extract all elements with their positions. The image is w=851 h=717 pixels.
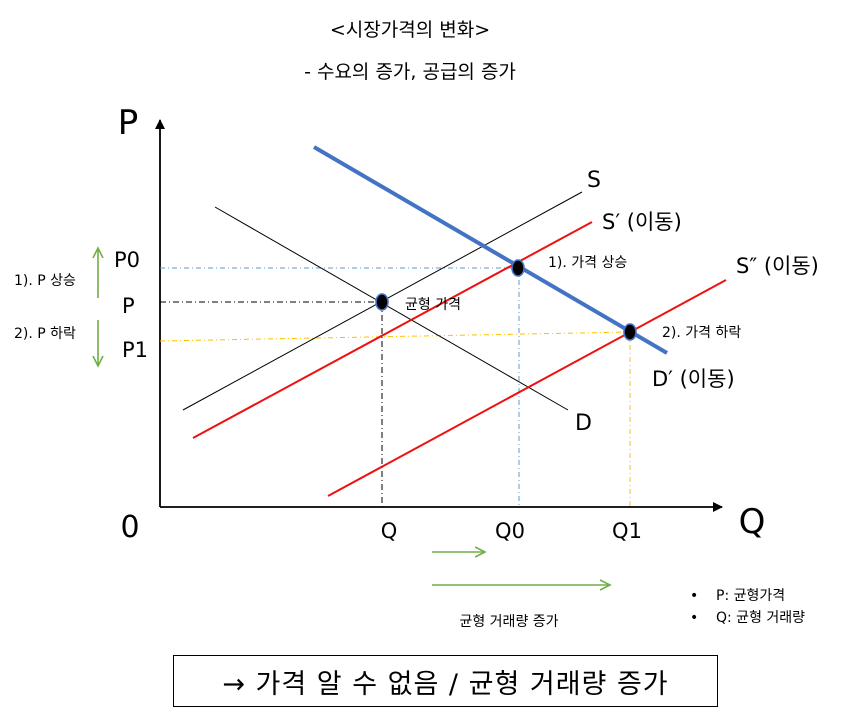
q1-label: Q1 [612,519,642,543]
p-fall-note: 2). P 하락 [14,326,76,342]
chart-subtitle: - 수요의 증가, 공급의 증가 [304,61,516,83]
p0-label: P0 [114,248,140,272]
price-fall-label: 2). 가격 하락 [662,325,741,341]
p-label: P [122,294,135,318]
quantity-increase-label: 균형 거래량 증가 [459,614,558,630]
p1-label: P1 [122,338,148,362]
demand-curve-d-prime [312,145,669,355]
legend-item-q: Q: 균형 거래량 [690,607,805,629]
supply-curve-s-prime [192,221,593,439]
p-rise-note: 1). P 상승 [14,273,76,289]
label-d: D [575,411,592,436]
legend-item-p: P: 균형가격 [690,585,805,607]
supply-curve-s-double-prime [327,279,727,497]
label-s: S [587,168,601,193]
q-label: Q [381,519,398,543]
price-rise-label: 1). 가격 상승 [548,255,627,271]
equilibrium-point [375,293,389,311]
x-axis-label: Q [739,502,766,542]
y-axis-label: P [118,103,139,143]
label-d-prime: D′ (이동) [652,367,735,391]
origin-label: 0 [120,510,139,545]
legend: P: 균형가격 Q: 균형 거래량 [690,585,805,629]
demand-curve-d [214,206,569,411]
chart-title: <시장가격의 변화> [330,19,490,41]
price-rise-point [511,259,525,277]
result-box: → 가격 알 수 없음 / 균형 거래량 증가 [173,655,718,707]
label-s-prime: S′ (이동) [602,210,682,234]
price-fall-point [623,323,637,341]
equilibrium-label: 균형 가격 [405,297,461,313]
q0-label: Q0 [495,519,525,543]
label-s-double-prime: S″ (이동) [736,254,819,278]
p1-guide-line [159,331,631,342]
